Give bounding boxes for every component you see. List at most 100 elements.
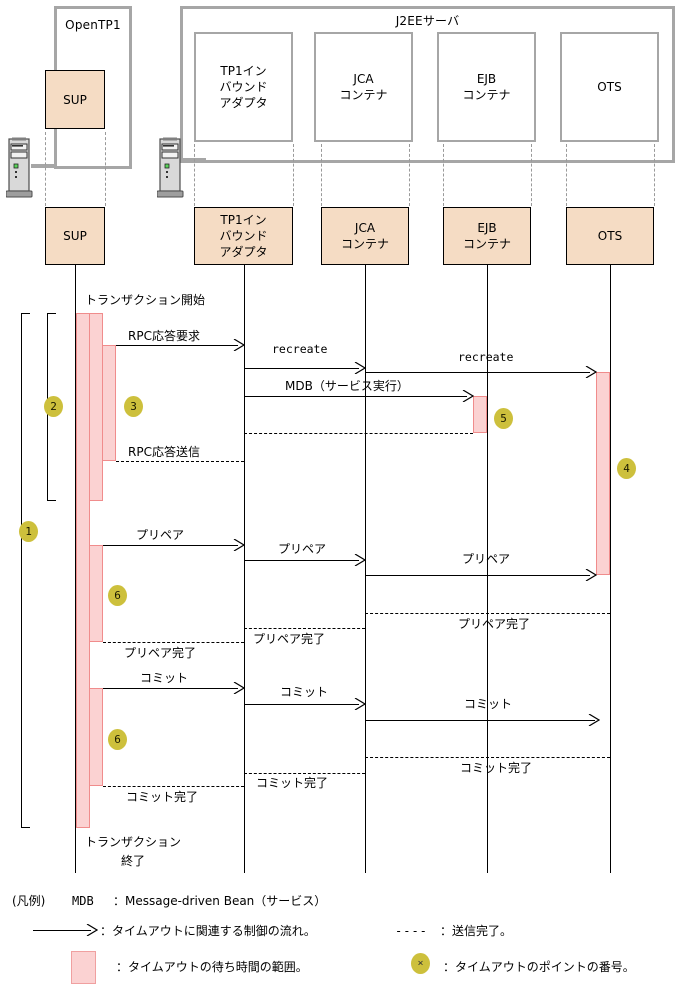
message-line-commit-2 (244, 704, 359, 705)
legend-wait-bar-swatch (71, 951, 96, 984)
guide-dash-jca-right (409, 144, 410, 206)
wait-bar-sup-inner (102, 345, 116, 461)
message-label-prepare-done-jca: プリペア完了 (253, 632, 326, 646)
message-line-commit-done-jca (244, 773, 365, 774)
message-label-prepare-2: プリペア (278, 542, 327, 556)
message-line-prepare-done-sup (103, 642, 244, 643)
legend-title: (凡例) (12, 894, 46, 908)
arrowhead-commit-2 (354, 698, 366, 710)
arrowhead-commit-3 (588, 714, 600, 726)
timeout-point-6b: 6 (108, 729, 127, 750)
guide-dash-tp1-right (293, 144, 294, 206)
message-line-prepare-done-jca (244, 628, 365, 629)
connector-opentp1 (31, 164, 57, 168)
message-line-prepare-1 (103, 545, 238, 546)
guide-dash-jca-left (321, 144, 322, 206)
message-label-commit-done-sup: コミット完了 (126, 790, 199, 804)
message-line-prepare-2 (244, 560, 359, 561)
message-line-commit-1 (103, 688, 238, 689)
legend-timeout-circle-icon: × (411, 953, 430, 974)
container-j2ee-title: J2EEサーバ (395, 14, 460, 28)
legend-circle-value: ：タイムアウトのポイントの番号。 (443, 960, 635, 974)
message-label-prepare-done-ots: プリペア完了 (458, 617, 531, 631)
arrowhead-prepare-3 (585, 569, 597, 581)
range-bracket-2b (47, 403, 56, 501)
guide-dash-tp1-left (194, 144, 195, 206)
lifeline-head-jca: JCA コンテナ (321, 207, 409, 265)
component-ejb-container: EJB コンテナ (437, 32, 536, 142)
arrowhead-mdb (462, 390, 474, 402)
message-label-rpc-request: RPC応答要求 (128, 329, 200, 343)
message-label-tx-end: トランザクション 終了 (85, 835, 182, 868)
component-tp1-inbound-adapter: TP1イン バウンド アダプタ (194, 32, 293, 142)
timeout-point-1: 1 (19, 521, 38, 542)
message-line-mdb (244, 396, 467, 397)
guide-dash-ejb-right (531, 144, 532, 206)
container-opentp1-title: OpenTP1 (65, 18, 121, 32)
arrowhead-recreate-1 (354, 362, 366, 374)
wait-bar-ots (596, 372, 610, 575)
lifeline-head-sup: SUP (45, 207, 105, 265)
container-j2ee (180, 6, 675, 163)
message-line-commit-done-sup (103, 786, 244, 787)
guide-dash-sup-left (45, 132, 46, 206)
message-label-recreate-1: recreate (272, 342, 328, 356)
message-label-commit-2: コミット (280, 685, 329, 699)
message-line-commit-done-ots (365, 757, 610, 758)
message-line-rpc-reply (116, 461, 244, 462)
wait-bar-sup-commit (89, 688, 103, 786)
timeout-point-4: 4 (617, 458, 636, 479)
message-label-recreate-2: recreate (458, 350, 514, 364)
lifeline-sup (75, 265, 76, 873)
guide-dash-ejb-left (443, 144, 444, 206)
message-label-mdb: MDB（サービス実行） (285, 379, 409, 393)
legend-arrowhead-icon (86, 924, 98, 936)
message-line-mdb-return (244, 433, 473, 434)
server-tower-icon-j2ee (156, 137, 185, 199)
message-label-prepare-done-sup: プリペア完了 (124, 646, 197, 660)
message-label-commit-done-jca: コミット完了 (256, 776, 329, 790)
message-line-prepare-done-ots (365, 613, 610, 614)
timeout-point-6a: 6 (108, 585, 127, 606)
arrowhead-recreate-2 (585, 366, 597, 378)
message-label-rpc-reply: RPC応答送信 (128, 445, 200, 459)
lifeline-tp1 (244, 265, 245, 873)
range-bracket-1b (21, 528, 30, 828)
message-line-rpc-request (116, 345, 238, 346)
message-label-tx-start: トランザクション開始 (85, 293, 206, 307)
component-ots: OTS (560, 32, 659, 142)
message-label-commit-1: コミット (140, 671, 189, 685)
component-sup: SUP (45, 70, 105, 129)
arrowhead-prepare-1 (233, 539, 245, 551)
lifeline-head-tp1: TP1イン バウンド アダプタ (194, 207, 293, 265)
wait-bar-ejb-mdb (473, 396, 487, 433)
message-line-recreate-1 (244, 368, 359, 369)
timeout-point-2: 2 (44, 396, 63, 417)
component-jca-container: JCA コンテナ (314, 32, 413, 142)
lifeline-ejb (487, 265, 488, 873)
guide-dash-sup-right (105, 132, 106, 206)
lifeline-head-ejb: EJB コンテナ (443, 207, 531, 265)
wait-bar-sup-prepare (89, 545, 103, 642)
message-label-commit-3: コミット (464, 697, 513, 711)
legend-mdb-key: MDB (72, 894, 94, 908)
arrowhead-commit-1 (233, 682, 245, 694)
legend-swatch-value: ：タイムアウトの待ち時間の範囲。 (116, 960, 308, 974)
arrowhead-rpc-request (233, 339, 245, 351)
message-label-prepare-1: プリペア (136, 528, 185, 542)
legend-dash-key: ---- (395, 924, 428, 938)
range-bracket-2 (47, 313, 56, 403)
lifeline-head-ots: OTS (566, 207, 654, 265)
guide-dash-ots-left (566, 144, 567, 206)
message-line-recreate-2 (365, 372, 590, 373)
timeout-point-5: 5 (494, 408, 513, 429)
arrowhead-prepare-2 (354, 554, 366, 566)
message-label-commit-done-ots: コミット完了 (460, 761, 533, 775)
lifeline-ots (610, 265, 611, 873)
legend-dash-value: ：送信完了。 (440, 924, 513, 938)
legend-arrow-line (33, 930, 91, 931)
message-line-prepare-3 (365, 575, 590, 576)
legend-mdb-value: ：Message-driven Bean（サービス） (113, 894, 327, 908)
message-label-prepare-3: プリペア (462, 552, 511, 566)
wait-bar-sup-outer (76, 313, 90, 828)
